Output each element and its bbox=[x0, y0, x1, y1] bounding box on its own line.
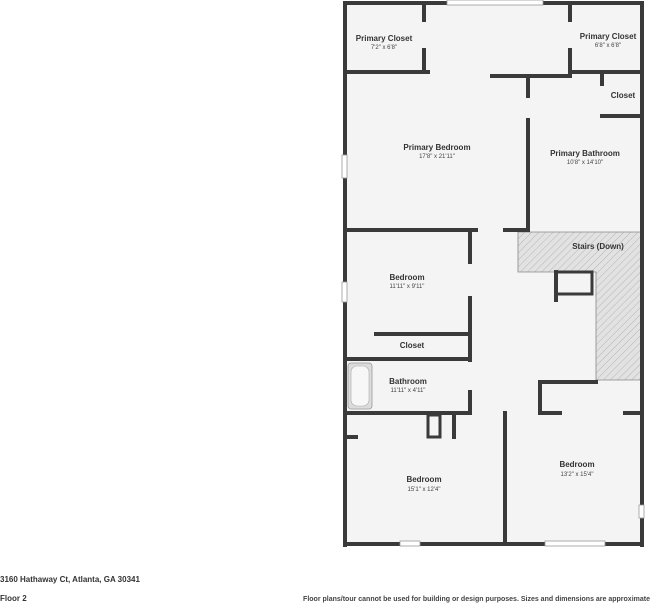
primary-closet-left-dims: 7'2" x 6'8" bbox=[371, 45, 397, 51]
disclaimer: Floor plans/tour cannot be used for buil… bbox=[303, 596, 650, 603]
bedroom-mid-label: Bedroom bbox=[389, 273, 424, 282]
closet-top-label: Closet bbox=[611, 91, 636, 100]
primary-bathroom-dims: 10'8" x 14'10" bbox=[567, 160, 603, 166]
stairs-label: Stairs (Down) bbox=[572, 242, 624, 251]
bedroom-bottom-left-dims: 15'1" x 12'4" bbox=[408, 487, 441, 493]
address: 3160 Hathaway Ct, Atlanta, GA 30341 bbox=[0, 575, 140, 584]
closet-mid-label: Closet bbox=[400, 341, 425, 350]
primary-bedroom-dims: 17'8" x 21'11" bbox=[419, 154, 455, 160]
windows bbox=[341, 0, 645, 547]
bathroom-label: Bathroom bbox=[389, 377, 427, 386]
primary-bathroom-label: Primary Bathroom bbox=[550, 149, 620, 158]
walls bbox=[343, 1, 644, 547]
column bbox=[426, 413, 442, 439]
primary-bedroom-label: Primary Bedroom bbox=[403, 143, 470, 152]
primary-closet-right-label: Primary Closet bbox=[580, 32, 637, 41]
bedroom-bottom-right-label: Bedroom bbox=[559, 460, 594, 469]
stair-landing bbox=[554, 270, 594, 296]
floor-label: Floor 2 bbox=[0, 594, 27, 603]
bathroom-dims: 11'11" x 4'11" bbox=[391, 388, 426, 394]
bedroom-bottom-left-label: Bedroom bbox=[406, 475, 441, 484]
bedroom-bottom-right-dims: 13'2" x 15'4" bbox=[561, 472, 594, 478]
bathtub-basin bbox=[350, 365, 370, 407]
bedroom-mid-dims: 11'11" x 9'11" bbox=[390, 284, 425, 290]
primary-closet-right-dims: 6'8" x 6'8" bbox=[595, 43, 621, 49]
primary-closet-left-label: Primary Closet bbox=[356, 34, 413, 43]
